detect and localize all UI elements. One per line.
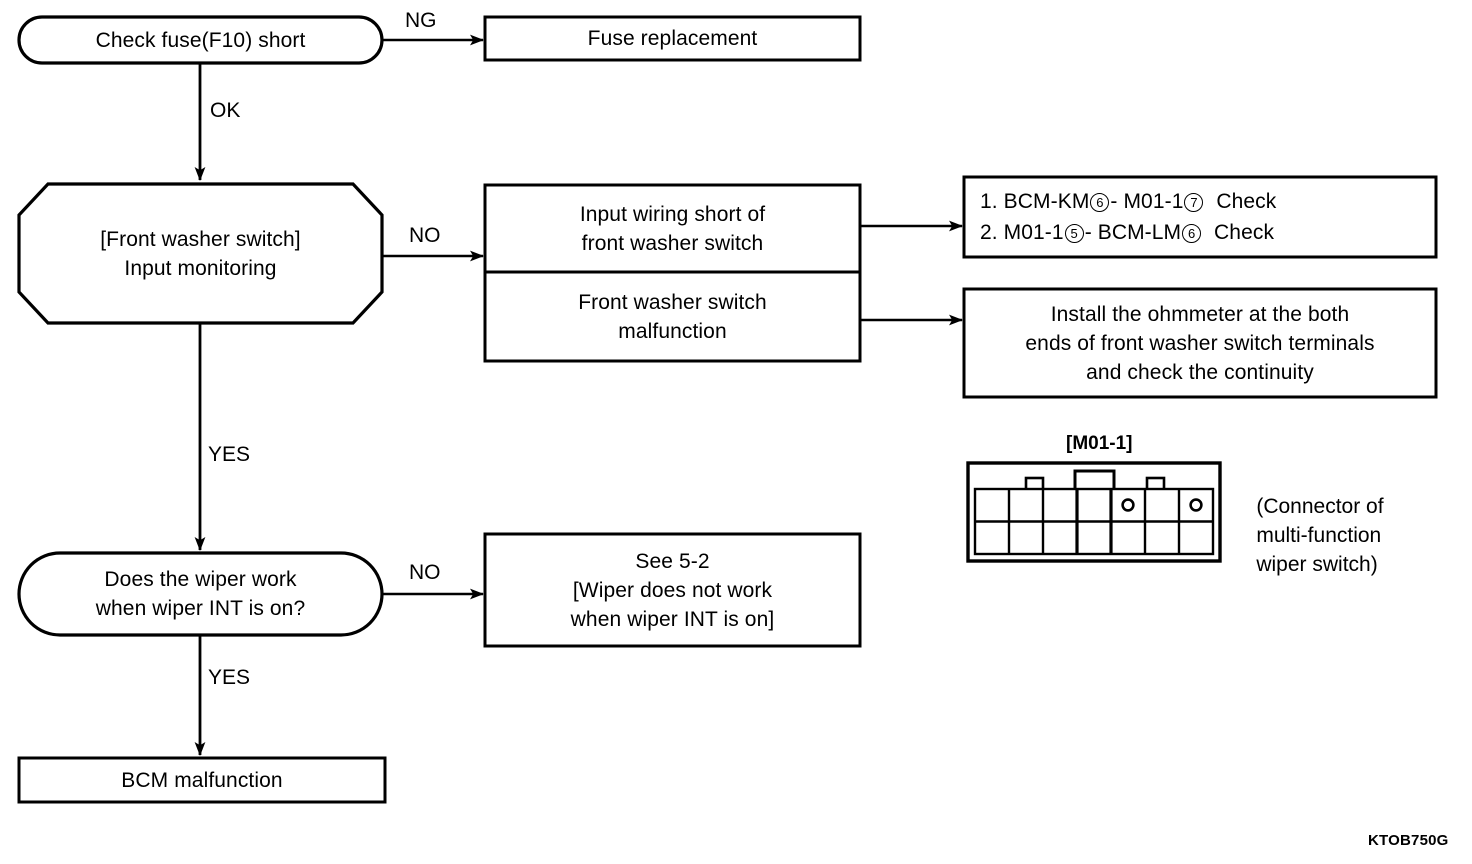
edge-label-yes-1: YES [208, 443, 251, 466]
node-input-wiring-short-text: Input wiring short of front washer switc… [485, 185, 860, 272]
node-switch-malfunction-text: Front washer switch malfunction [485, 272, 860, 361]
does-wiper-work-line-2: when wiper INT is on? [95, 597, 306, 620]
switch-malfunction-line-1: Front washer switch [578, 290, 767, 314]
edge-label-ok: OK [210, 99, 241, 122]
input-wiring-short-line-2: front washer switch [581, 231, 764, 255]
bcm-check-item-2-pin-1: 5 [1064, 224, 1084, 243]
figure-code-label: KTOB750G [1368, 832, 1449, 849]
fuse-replacement-label: Fuse replacement [587, 27, 758, 50]
edge-label-no-1: NO [409, 224, 441, 247]
bcm-check-item-2-mid: - BCM-LM [1084, 221, 1182, 244]
bcm-malfunction-label: BCM malfunction [121, 768, 283, 792]
bcm-check-item-1-pin-2: 7 [1184, 193, 1204, 212]
bcm-check-item-1-mid: - M01-1 [1110, 190, 1184, 213]
install-ohmmeter-line-1: Install the ohmmeter at the both [1050, 302, 1350, 326]
node-input-monitoring-text: [Front washer switch] Input monitoring [19, 184, 382, 323]
edge-label-no-2: NO [409, 561, 441, 584]
node-does-wiper-work-text: Does the wiper work when wiper INT is on… [19, 553, 382, 635]
see-5-2-line-3: when wiper INT is on] [570, 607, 775, 631]
see-5-2-line-2: [Wiper does not work [572, 578, 773, 602]
connector-pictogram-m01-1 [966, 461, 1222, 563]
node-install-ohmmeter[interactable] [962, 287, 1438, 399]
node-bcm-malfunction[interactable] [17, 756, 387, 804]
switch-malfunction-line-2: malfunction [618, 319, 727, 343]
connector-title-m01-1: [M01-1] [1066, 433, 1133, 454]
node-input-monitoring[interactable] [17, 182, 384, 325]
connector-pin-5-marker [1121, 498, 1135, 512]
connector-caption: (Connector of multi-function wiper switc… [1233, 463, 1384, 608]
edge-label-ng: NG [405, 9, 437, 32]
connector-caption-line-3: wiper switch) [1256, 553, 1378, 576]
see-5-2-line-1: See 5-2 [635, 549, 710, 573]
install-ohmmeter-line-2: ends of front washer switch terminals [1025, 331, 1375, 355]
node-see-5-2[interactable] [483, 532, 862, 648]
bcm-check-item-2-prefix: 2. M01-1 [980, 221, 1064, 244]
input-monitoring-line-2: Input monitoring [124, 256, 277, 280]
node-install-ohmmeter-text: Install the ohmmeter at the both ends of… [964, 289, 1436, 397]
bcm-check-item-1-suffix: Check [1216, 190, 1277, 213]
input-wiring-short-line-1: Input wiring short of [579, 202, 766, 226]
node-fuse-replacement-text: Fuse replacement [485, 17, 860, 60]
node-check-fuse-text: Check fuse(F10) short [19, 17, 382, 63]
input-monitoring-line-1: [Front washer switch] [100, 227, 301, 251]
node-bcm-km-check[interactable] [962, 175, 1438, 259]
bcm-check-item-2-suffix: Check [1214, 221, 1275, 244]
edge-label-yes-2: YES [208, 666, 251, 689]
bcm-check-item-2-pin-2: 6 [1182, 224, 1202, 243]
bcm-check-item-1-prefix: 1. BCM-KM [980, 190, 1090, 213]
bcm-check-item-1-pin-1: 6 [1090, 193, 1110, 212]
install-ohmmeter-line-3: and check the continuity [1086, 360, 1314, 384]
connector-caption-line-2: multi-function [1256, 524, 1382, 547]
does-wiper-work-line-1: Does the wiper work [104, 568, 297, 591]
connector-pin-7-marker [1189, 498, 1203, 512]
check-fuse-label: Check fuse(F10) short [95, 28, 306, 52]
node-bcm-malfunction-text: BCM malfunction [19, 758, 385, 802]
connector-caption-line-1: (Connector of [1256, 495, 1384, 518]
bcm-check-item-2-suffix-spacer [1202, 221, 1214, 244]
node-fuse-replacement[interactable] [483, 15, 862, 62]
bcm-check-item-1-suffix-spacer [1204, 190, 1216, 213]
node-see-5-2-text: See 5-2 [Wiper does not work when wiper … [485, 534, 860, 646]
